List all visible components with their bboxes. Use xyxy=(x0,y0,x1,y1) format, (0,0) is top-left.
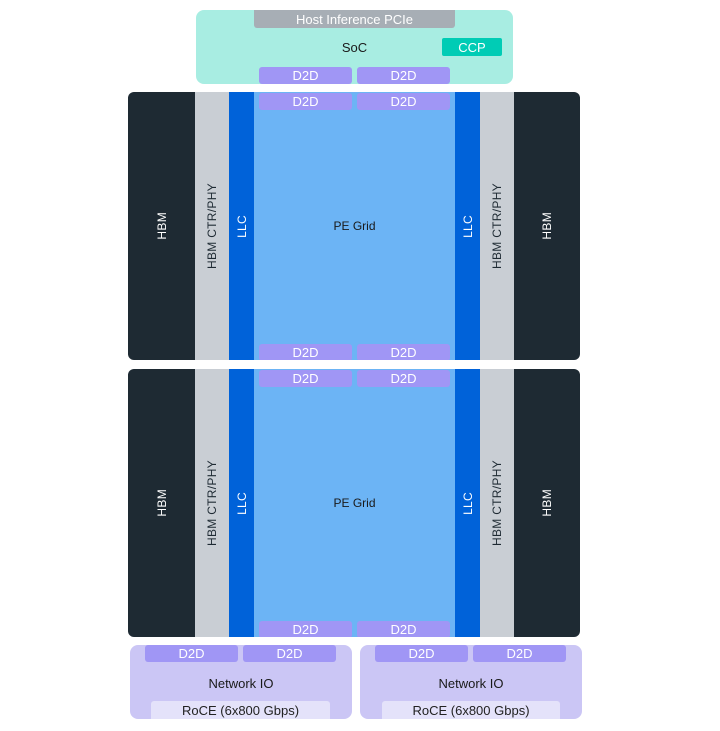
compute-die-1: HBM HBM CTR/PHY LLC PE Grid LLC HBM CTR/… xyxy=(128,92,580,360)
net-d2d: D2D xyxy=(473,645,566,662)
soc-d2d: D2D xyxy=(259,67,352,84)
die-d2d: D2D xyxy=(357,370,450,387)
network-io-label: Network IO xyxy=(208,675,274,691)
host-pcie-block: Host Inference PCIe xyxy=(254,10,455,28)
hbm-right: HBM xyxy=(540,489,554,517)
network-io-right: D2D D2D Network IO RoCE (6x800 Gbps) xyxy=(360,645,582,719)
net-d2d: D2D xyxy=(375,645,468,662)
pe-grid: PE Grid xyxy=(254,369,455,637)
llc-right: LLC xyxy=(455,92,480,360)
die-d2d: D2D xyxy=(357,621,450,637)
hbm-ctr-right: HBM CTR/PHY xyxy=(480,369,514,637)
die-d2d: D2D xyxy=(259,370,352,387)
ccp-block: CCP xyxy=(442,38,502,56)
die-d2d: D2D xyxy=(357,344,450,360)
hbm-right: HBM xyxy=(540,212,554,240)
compute-die-2: HBM HBM CTR/PHY LLC PE Grid LLC HBM CTR/… xyxy=(128,369,580,637)
hbm-left: HBM xyxy=(154,489,169,517)
die-d2d: D2D xyxy=(357,93,450,110)
soc-d2d: D2D xyxy=(357,67,450,84)
die-d2d: D2D xyxy=(259,344,352,360)
llc-left: LLC xyxy=(229,369,254,637)
hbm-ctr-left: HBM CTR/PHY xyxy=(195,369,229,637)
hbm-ctr-left: HBM CTR/PHY xyxy=(195,92,229,360)
pe-grid: PE Grid xyxy=(254,92,455,360)
llc-right: LLC xyxy=(455,369,480,637)
net-d2d: D2D xyxy=(145,645,238,662)
soc-label: SoC xyxy=(341,39,368,55)
roce-block: RoCE (6x800 Gbps) xyxy=(151,701,330,719)
hbm-left: HBM xyxy=(154,212,169,240)
network-io-left: D2D D2D Network IO RoCE (6x800 Gbps) xyxy=(130,645,352,719)
die-d2d: D2D xyxy=(259,93,352,110)
hbm-ctr-right: HBM CTR/PHY xyxy=(480,92,514,360)
roce-block: RoCE (6x800 Gbps) xyxy=(382,701,560,719)
net-d2d: D2D xyxy=(243,645,336,662)
llc-left: LLC xyxy=(229,92,254,360)
network-io-label: Network IO xyxy=(438,675,504,691)
die-d2d: D2D xyxy=(259,621,352,637)
